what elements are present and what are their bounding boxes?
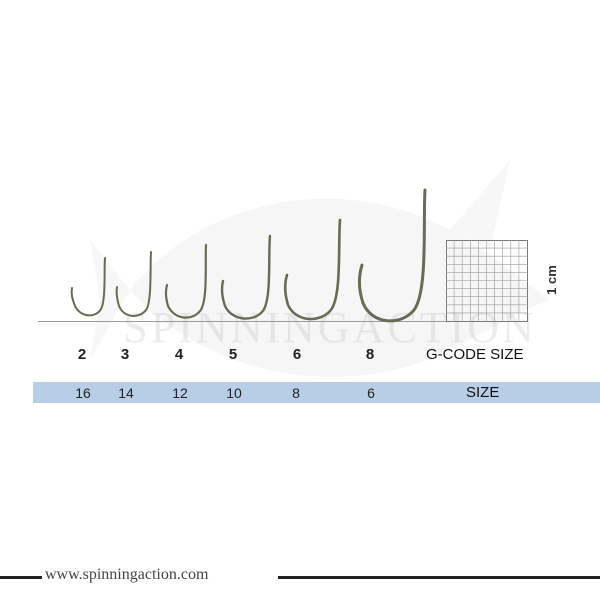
size-value: 16 (75, 385, 91, 401)
gcode-label: 4 (174, 346, 184, 363)
size-title: SIZE (466, 384, 500, 401)
baseline (38, 321, 458, 322)
unit-label: 1 cm (543, 265, 559, 295)
gcode-label: 5 (228, 346, 238, 363)
footer-rule-right (278, 576, 600, 579)
hook-size-4 (164, 243, 208, 319)
centimeter-grid (446, 240, 528, 322)
gcode-label: 8 (365, 346, 375, 363)
size-row-band (33, 382, 600, 403)
size-value: 8 (292, 385, 300, 401)
gcode-label: 2 (77, 346, 87, 363)
size-value: 6 (367, 385, 375, 401)
hook-size-6 (283, 218, 342, 321)
gcode-size-title: G-CODE SIZE (426, 346, 524, 363)
hook-size-2 (70, 257, 106, 317)
size-value: 14 (118, 385, 134, 401)
size-value: 10 (226, 385, 242, 401)
hook-size-5 (220, 234, 272, 320)
gcode-label: 6 (292, 346, 302, 363)
size-value: 12 (172, 385, 188, 401)
gcode-label: 3 (120, 346, 130, 363)
hook-size-3 (115, 251, 152, 317)
hook-size-8 (358, 188, 427, 323)
footer-url: www.spinningaction.com (45, 566, 209, 583)
footer-rule-left (0, 576, 42, 579)
